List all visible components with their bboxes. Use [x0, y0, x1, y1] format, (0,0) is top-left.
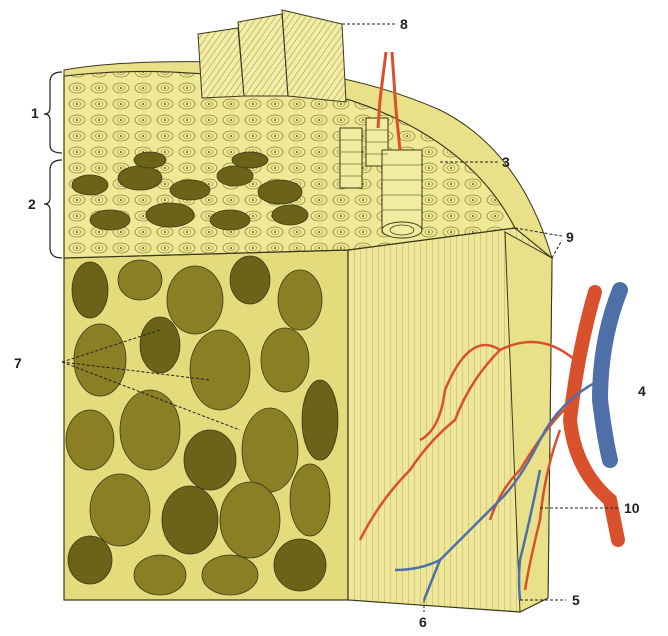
bone-cavity — [120, 390, 180, 470]
bone-cavity — [230, 256, 270, 304]
bone-cavity — [90, 474, 150, 546]
top-cavity — [232, 152, 268, 168]
top-cavity — [217, 166, 253, 186]
label-10: 10 — [624, 500, 640, 516]
bone-cavity — [278, 270, 322, 330]
top-cavity — [90, 210, 130, 230]
bone-cavity — [261, 328, 309, 392]
lamellae-blocks — [198, 10, 346, 102]
top-cavity — [134, 152, 166, 168]
bone-cavity — [68, 536, 112, 584]
braces — [44, 72, 62, 258]
top-cavity — [170, 180, 210, 200]
bone-cavity — [140, 317, 180, 373]
bone-cavity — [184, 430, 236, 490]
label-5: 5 — [572, 592, 580, 608]
top-cavity — [210, 210, 250, 230]
top-cavity — [72, 175, 108, 195]
top-cavity — [118, 166, 162, 190]
label-8: 8 — [400, 16, 408, 32]
bone-cavity — [302, 380, 338, 460]
bone-cavity — [118, 260, 162, 300]
top-cavity — [258, 180, 302, 204]
label-9: 9 — [566, 229, 574, 245]
bone-cavity — [167, 266, 223, 334]
bone-cavity — [74, 324, 126, 396]
label-4: 4 — [638, 383, 646, 399]
label-3: 3 — [502, 154, 510, 170]
label-2: 2 — [28, 196, 36, 212]
spongy-bone-face — [64, 250, 348, 600]
bone-cavity — [66, 410, 114, 470]
bone-cavity — [134, 555, 186, 595]
bone-cavity — [190, 330, 250, 410]
bone-cavity — [242, 408, 298, 492]
bone-cavity — [72, 262, 108, 318]
label-1: 1 — [31, 105, 39, 121]
label-6: 6 — [419, 614, 427, 630]
label-7: 7 — [14, 355, 22, 371]
bone-cavity — [220, 482, 280, 558]
top-cavity — [272, 205, 308, 225]
bone-cavity — [202, 555, 258, 595]
bone-cavity — [290, 464, 330, 536]
bone-cavity — [162, 486, 218, 554]
bone-cavity — [274, 539, 326, 591]
top-cavity — [146, 203, 194, 227]
